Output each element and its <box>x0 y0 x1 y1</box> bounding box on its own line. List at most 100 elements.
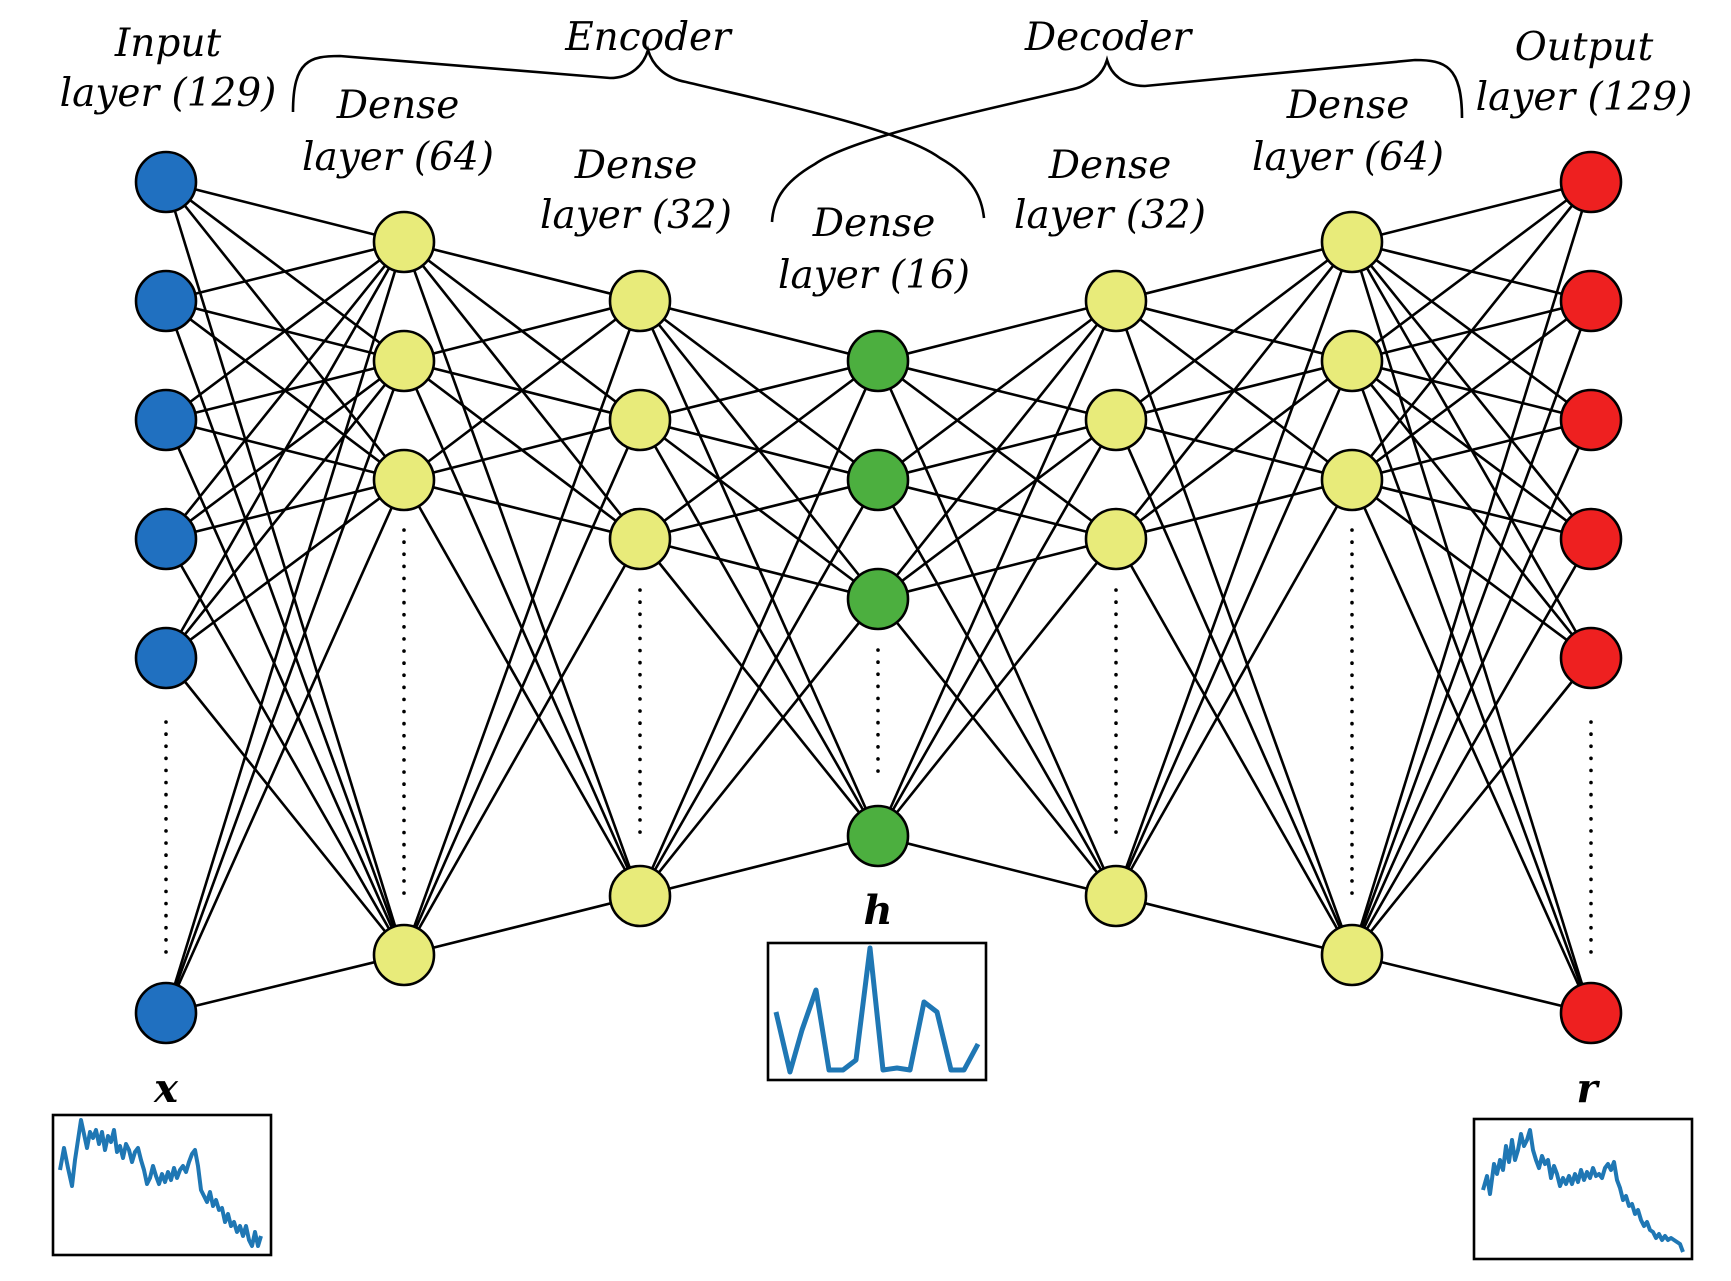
edge-input-2-to-enc64-0 <box>165 240 405 422</box>
edge-dec64-2-to-output-2 <box>1351 418 1592 482</box>
node-dec64-3 <box>1320 923 1384 987</box>
dec32-layer-label-line2: layer (32) <box>1014 193 1206 238</box>
node-output-2 <box>1559 388 1623 452</box>
edge-input-5-to-enc64-3 <box>165 953 405 1015</box>
node-code16-3 <box>846 804 910 868</box>
input-layer-label-line2: layer (129) <box>60 71 277 116</box>
edge-code16-2-to-dec32-0 <box>876 300 1118 600</box>
edge-enc32-0-to-code16-0 <box>639 299 879 363</box>
edge-dec64-3-to-output-5 <box>1351 953 1592 1015</box>
encoder-label: Encoder <box>564 15 733 60</box>
node-output-4 <box>1559 626 1623 690</box>
node-input-0 <box>134 150 198 214</box>
node-input-4 <box>134 626 198 690</box>
decoder-label: Decoder <box>1024 15 1194 60</box>
edge-dec64-3-to-output-2 <box>1350 419 1593 956</box>
edge-code16-3-to-dec32-0 <box>876 300 1118 837</box>
edge-input-4-to-enc64-3 <box>164 657 406 956</box>
edge-enc32-1-to-code16-0 <box>639 359 879 422</box>
r-signal-trace <box>1481 1128 1685 1253</box>
edge-code16-2-to-dec32-3 <box>876 598 1118 897</box>
edge-input-3-to-enc64-0 <box>164 241 406 540</box>
node-enc64-2 <box>372 448 436 512</box>
node-enc32-0 <box>608 269 672 333</box>
node-input-1 <box>134 269 198 333</box>
edge-dec32-2-to-dec64-1 <box>1115 359 1353 541</box>
edge-enc64-1-to-enc32-0 <box>403 299 641 363</box>
edge-dec32-1-to-dec64-0 <box>1115 240 1353 422</box>
edge-dec64-2-to-output-0 <box>1350 181 1593 481</box>
edge-dec64-2-to-output-3 <box>1351 478 1592 541</box>
edge-code16-2-to-dec32-1 <box>877 418 1117 601</box>
edge-dec32-3-to-dec64-0 <box>1114 241 1354 897</box>
code16-layer-label-line2: layer (16) <box>778 253 970 298</box>
edge-dec32-3-to-dec64-2 <box>1114 479 1354 897</box>
enc64-layer-label-line2: layer (64) <box>302 135 494 180</box>
h-signal-trace <box>773 945 981 1075</box>
node-dec32-0 <box>1084 269 1148 333</box>
node-enc32-2 <box>608 507 672 571</box>
edge-enc64-3-to-enc32-0 <box>402 300 642 956</box>
node-output-0 <box>1559 150 1623 214</box>
enc32-layer-label-line2: layer (32) <box>540 193 732 238</box>
dec32-layer-label-line1: Dense <box>1048 143 1172 188</box>
edge-code16-3-to-dec32-2 <box>876 538 1118 837</box>
edge-input-1-to-enc64-0 <box>165 240 405 303</box>
encoder-brace <box>291 45 986 219</box>
node-input-3 <box>134 507 198 571</box>
edge-enc64-2-to-enc32-2 <box>403 478 641 541</box>
node-output-1 <box>1559 269 1623 333</box>
edge-dec32-3-to-dec64-1 <box>1114 360 1354 897</box>
edge-dec32-2-to-dec64-0 <box>1114 241 1354 540</box>
edge-dec32-3-to-dec64-3 <box>1115 894 1353 957</box>
connection-edges <box>164 180 1593 1015</box>
node-dec64-0 <box>1320 210 1384 274</box>
edge-input-4-to-enc64-0 <box>164 241 406 659</box>
output-layer-label-line1: Output <box>1515 25 1654 70</box>
edge-enc32-3-to-code16-3 <box>639 834 879 898</box>
x-signal-label: x <box>153 1065 179 1112</box>
edge-enc32-2-to-code16-0 <box>639 359 879 541</box>
edge-input-5-to-enc64-2 <box>164 479 406 1014</box>
enc64-layer-label-line1: Dense <box>336 83 460 128</box>
edge-dec64-3-to-output-0 <box>1350 181 1593 956</box>
edge-code16-3-to-dec32-1 <box>876 419 1118 837</box>
edge-enc32-3-to-code16-1 <box>638 479 880 897</box>
edge-enc64-0-to-enc32-0 <box>403 240 641 303</box>
node-enc32-3 <box>608 864 672 928</box>
edge-input-0-to-enc64-0 <box>165 180 405 244</box>
code16-layer-label-line1: Dense <box>812 201 936 246</box>
edge-dec32-0-to-dec64-0 <box>1115 240 1353 303</box>
node-code16-1 <box>846 448 910 512</box>
dec64-layer-label-line2: layer (64) <box>1252 135 1444 180</box>
node-dec32-2 <box>1084 507 1148 571</box>
node-code16-2 <box>846 567 910 631</box>
node-input-2 <box>134 388 198 452</box>
edge-enc32-2-to-code16-1 <box>639 478 879 541</box>
node-dec32-1 <box>1084 388 1148 452</box>
ellipsis-dots <box>164 528 1593 954</box>
edge-code16-3-to-dec32-3 <box>877 834 1117 898</box>
edge-dec64-3-to-output-3 <box>1350 538 1593 956</box>
node-dec64-1 <box>1320 329 1384 393</box>
edge-dec64-3-to-output-1 <box>1350 300 1593 956</box>
edge-enc64-2-to-enc32-1 <box>403 418 641 482</box>
edge-enc64-3-to-enc32-1 <box>402 419 642 956</box>
decoder-brace <box>770 55 1464 223</box>
edge-enc32-2-to-code16-2 <box>639 537 879 601</box>
edge-input-4-to-enc64-2 <box>165 478 405 660</box>
node-enc32-1 <box>608 388 672 452</box>
output-layer-label-line2: layer (129) <box>1476 75 1693 120</box>
edge-enc32-3-to-code16-0 <box>638 360 880 897</box>
edge-input-5-to-enc64-0 <box>164 241 406 1014</box>
input-layer-label-line1: Input <box>114 21 222 66</box>
edge-enc64-3-to-enc32-2 <box>402 538 642 956</box>
edge-dec64-1-to-output-0 <box>1351 180 1592 363</box>
node-enc64-3 <box>372 923 436 987</box>
node-input-5 <box>134 981 198 1045</box>
edge-input-4-to-enc64-1 <box>164 360 406 659</box>
node-enc64-1 <box>372 329 436 393</box>
neuron-nodes <box>134 150 1623 1045</box>
edge-enc64-2-to-enc32-0 <box>403 299 641 482</box>
